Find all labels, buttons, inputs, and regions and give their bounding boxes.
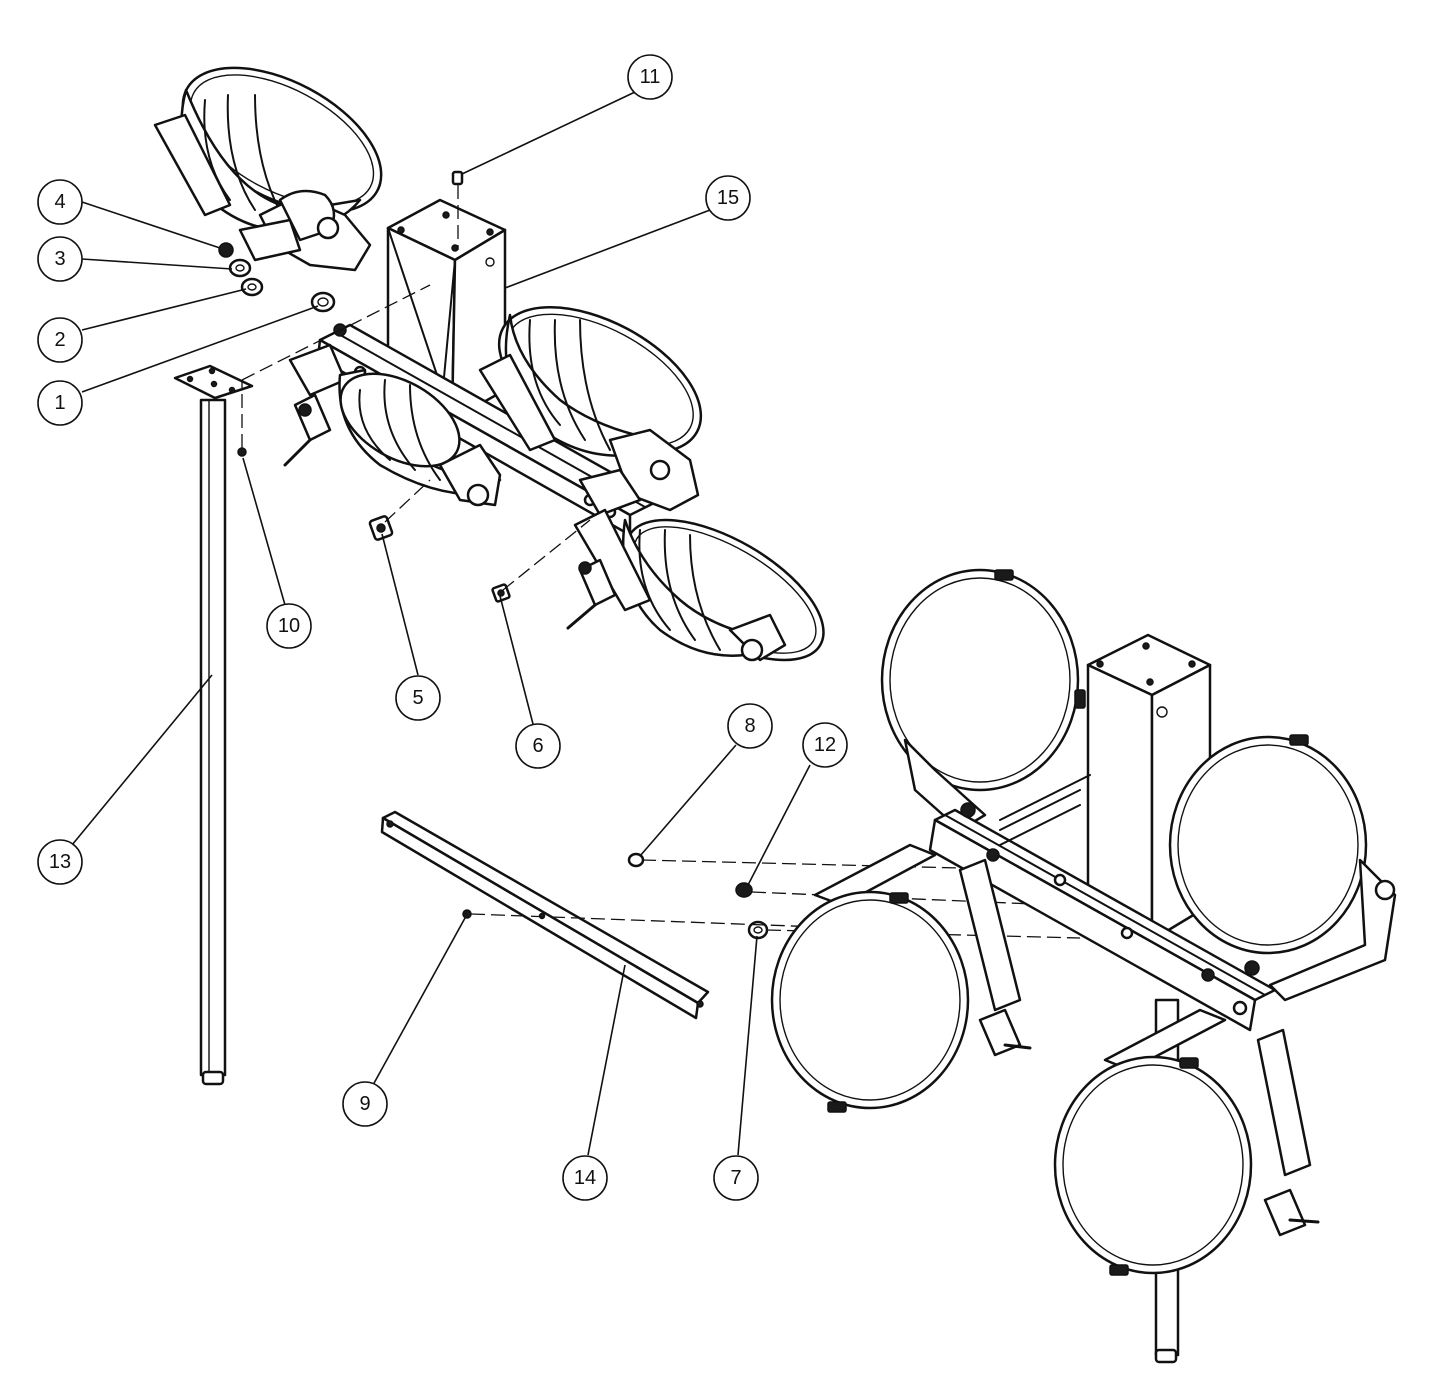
callout-leaders: [71, 91, 811, 1156]
callout-10: 10: [266, 603, 312, 649]
svg-text:4: 4: [54, 191, 65, 213]
svg-text:9: 9: [359, 1093, 370, 1115]
assembly-guide-lines: [241, 185, 591, 591]
svg-text:6: 6: [532, 735, 543, 757]
floodlight-top-left: [153, 66, 383, 272]
svg-text:7: 7: [730, 1167, 741, 1189]
pole-part-13: [173, 364, 254, 1086]
hardware-parts-5-6: [368, 515, 511, 603]
bolt-part-10: [237, 447, 247, 457]
exploded-floodlight-assembly: [153, 66, 825, 662]
callout-14: 14: [562, 1155, 608, 1201]
assembled-floodlight-tower: [770, 568, 1397, 1364]
svg-text:12: 12: [814, 734, 836, 756]
floodlight-lower-right: [566, 508, 825, 662]
assembled-lamp-top-left: [880, 568, 1091, 832]
callout-7: 7: [713, 1155, 759, 1201]
assembled-lamp-lower-right: [1053, 1008, 1320, 1276]
callout-11: 11: [627, 54, 673, 100]
callout-12: 12: [802, 722, 848, 768]
svg-text:13: 13: [49, 851, 71, 873]
callout-6: 6: [515, 723, 561, 769]
svg-text:8: 8: [744, 715, 755, 737]
bracket-part-14: [380, 810, 710, 1020]
callout-1: 1: [37, 380, 83, 426]
svg-text:1: 1: [54, 392, 65, 414]
bolt-part-11: [451, 170, 464, 186]
assembled-lamp-lower-left: [770, 843, 1032, 1113]
callout-3: 3: [37, 236, 83, 282]
callout-4: 4: [37, 179, 83, 225]
callout-5: 5: [395, 675, 441, 721]
assembled-lamp-top-right: [1168, 734, 1397, 1002]
callout-13: 13: [37, 839, 83, 885]
floodlight-middle-right: [478, 306, 703, 517]
floodlight-middle-left: [283, 323, 502, 507]
svg-text:3: 3: [54, 248, 65, 270]
svg-text:11: 11: [640, 66, 661, 88]
callout-bubbles: 1 2 3 4 5 6 7 8: [37, 54, 848, 1201]
svg-text:10: 10: [278, 615, 300, 637]
callout-8: 8: [727, 703, 773, 749]
assembled-crossbar: [928, 789, 1277, 1032]
callout-2: 2: [37, 317, 83, 363]
callout-9: 9: [342, 1081, 388, 1127]
svg-text:5: 5: [412, 687, 423, 709]
svg-text:2: 2: [54, 329, 65, 351]
hardware-parts-1-4: [218, 242, 336, 313]
svg-text:15: 15: [717, 187, 739, 209]
svg-text:14: 14: [574, 1167, 596, 1189]
callout-15: 15: [705, 175, 751, 221]
